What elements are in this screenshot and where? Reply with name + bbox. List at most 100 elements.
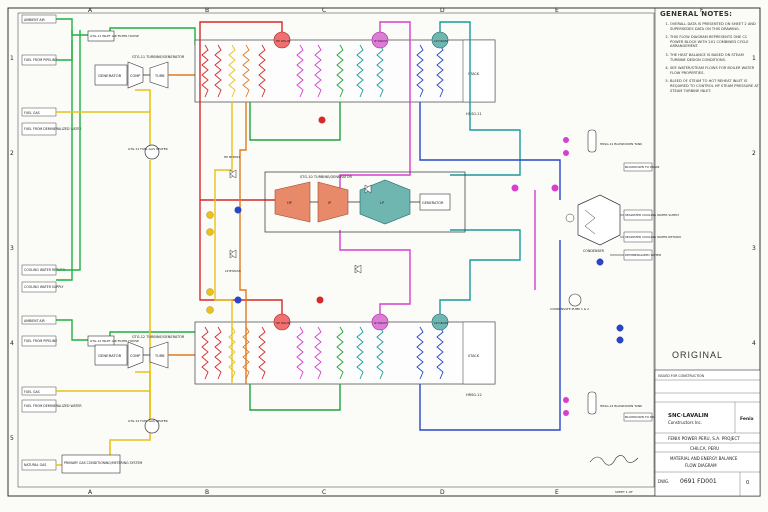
bypass-markers: HP BYPASS LP BYPASS (206, 116, 559, 314)
svg-text:SEAWATER COOLING WATER SUPPLY: SEAWATER COOLING WATER SUPPLY (625, 213, 679, 217)
svg-text:FUEL FROM PIPELINE: FUEL FROM PIPELINE (24, 58, 57, 62)
sheet-border (7, 7, 761, 497)
grid-col-b-top: B (205, 7, 209, 14)
hrsg-11-casing (194, 39, 496, 103)
svg-text:HP DRUM: HP DRUM (276, 39, 291, 43)
st-lp-label: LP (380, 201, 384, 205)
svg-text:LP DRUM: LP DRUM (434, 321, 448, 325)
st-ip-label: IP (328, 201, 331, 205)
note-4: SEE WATER/STEAM FLOWS FOR BOILER WATER F… (670, 66, 760, 75)
condensate-pump-label: CONDENSATE PUMP 1 & 2 (550, 307, 589, 311)
svg-text:GTG-11 TURBINE/GENERATOR: GTG-11 TURBINE/GENERATOR (132, 55, 185, 59)
sheet-label: SHEET 1 OF (615, 490, 633, 494)
note-1: OVERALL DATA IS PRESENTED ON SHEET 2 AND… (670, 22, 760, 31)
grid-row-5: 5 (10, 435, 14, 442)
seawater-lines (610, 214, 624, 256)
grid-col-b-bottom: B (205, 489, 209, 496)
grid-col-a-top: A (88, 7, 93, 14)
steam-headers (199, 21, 561, 431)
svg-text:AMBIENT AIR: AMBIENT AIR (24, 18, 46, 22)
grid-col-d-bottom: D (440, 489, 445, 496)
st-hp-label: HP (287, 201, 292, 205)
gtg-11-fuel-gas-heater (144, 144, 160, 160)
st-generator-label: GENERATOR (422, 201, 444, 205)
grid-col-e-bottom: E (555, 489, 559, 496)
svg-text:IP DRUM: IP DRUM (374, 39, 387, 43)
hrsg-11-coils (201, 44, 444, 98)
svg-text:LP DRUM: LP DRUM (434, 39, 448, 43)
svg-text:COOLING WATER RETURN: COOLING WATER RETURN (24, 268, 66, 272)
grid-row-4-right: 4 (752, 340, 756, 347)
svg-text:SEAWATER COOLING WATER RETURN: SEAWATER COOLING WATER RETURN (625, 235, 681, 239)
condenser: CONDENSER (565, 194, 621, 253)
svg-text:COOLING WATER SUPPLY: COOLING WATER SUPPLY (24, 285, 63, 289)
grid-row-2: 2 (10, 150, 14, 157)
gtg-12-inlet-label: GTG-12 INLET AIR FILTER HOUSE (90, 339, 139, 343)
svg-text:HRSG-12 BLOWDOWN TANK: HRSG-12 BLOWDOWN TANK (600, 404, 643, 408)
left-boundary-inputs: AMBIENT AIR FUEL FROM PIPELINE FUEL GAS … (21, 14, 82, 471)
hrsg-12-coils (201, 326, 444, 380)
grid-row-2-right: 2 (752, 150, 756, 157)
note-3: THE HEAT BALANCE IS BASED ON STEAM TURBI… (670, 53, 760, 62)
dwg-label: DWG. (658, 479, 669, 484)
gas-conditioning-label: PRIMARY GAS CONDITIONING/METERING SYSTEM (64, 461, 143, 465)
svg-text:LP BYPASS: LP BYPASS (225, 269, 241, 273)
notes-list: OVERALL DATA IS PRESENTED ON SHEET 2 AND… (660, 22, 760, 93)
svg-text:IP DRUM: IP DRUM (374, 321, 387, 325)
issued-for-label: ISSUED FOR CONSTRUCTION (658, 374, 705, 378)
project-name: FENIX POWER PERU, S.A. PROJECT (668, 436, 740, 441)
st-ip-section (317, 181, 349, 223)
st-hp-section (274, 181, 311, 223)
air-lines (56, 18, 196, 341)
grid-col-e-top: E (555, 7, 559, 14)
blowdown-tanks: HRSG-11 BLOWDOWN TANK HRSG-12 BLOWDOWN T… (563, 129, 643, 416)
original-stamp: ORIGINAL (672, 350, 724, 360)
company-name: SNC·LAVALIN (668, 413, 709, 419)
svg-text:GENERATOR: GENERATOR (98, 73, 122, 78)
stg-10-label: STG-10 TURBINE/GENERATOR (300, 175, 353, 179)
svg-text:HP DRUM: HP DRUM (276, 321, 291, 325)
grid-row-3-right: 3 (752, 245, 756, 252)
right-boundary-labels: SEAWATER COOLING WATER SUPPLY SEAWATER C… (623, 162, 681, 422)
svg-text:FUEL FROM DEMINERALIZED WATER: FUEL FROM DEMINERALIZED WATER (24, 127, 82, 131)
signature (589, 455, 639, 466)
grid-row-1-right: 1 (752, 55, 756, 62)
valve-symbols (229, 169, 372, 274)
gtg-12-fuel-gas-heater (144, 418, 160, 434)
st-lp-section (359, 179, 411, 225)
grid-col-c-top: C (322, 7, 326, 14)
svg-text:DEMINERALIZED WATER: DEMINERALIZED WATER (625, 253, 661, 257)
grid-col-d-top: D (440, 7, 445, 14)
exhaust-lines (168, 74, 195, 356)
title-block (654, 369, 761, 497)
svg-text:FUEL GAS: FUEL GAS (24, 390, 40, 394)
note-2: THIS FLOW DIAGRAM REPRESENTS ONE CC POWE… (670, 35, 760, 49)
drawing-title-1: MATERIAL AND ENERGY BALANCE (670, 456, 738, 461)
svg-text:FUEL FROM PIPELINE: FUEL FROM PIPELINE (24, 339, 57, 343)
notes-title: GENERAL NOTES: (660, 10, 733, 18)
svg-text:BLOWDOWN TO DRAIN: BLOWDOWN TO DRAIN (625, 165, 659, 169)
svg-text:FUEL GAS: FUEL GAS (24, 111, 40, 115)
project-location: CHILCA, PERU (690, 446, 719, 451)
svg-text:NATURAL GAS: NATURAL GAS (24, 463, 46, 467)
drawing-frame (17, 12, 655, 488)
hrsg-11-label: HRSG-11 (466, 112, 482, 116)
cond-pump-markers (596, 258, 624, 344)
company-subtitle: Constructors Inc. (668, 420, 702, 425)
note-5: BLEED OF STEAM TO HOT REHEAT INLET IS RE… (670, 79, 760, 93)
gtg-11-assembly: GENERATOR COMP TURB GTG-11 TURBINE/GENER… (94, 55, 185, 89)
gtg-12-assembly: GENERATOR COMP TURB GTG-12 TURBINE/GENER… (94, 335, 185, 369)
svg-text:TURB: TURB (154, 74, 165, 78)
grid-row-1: 1 (10, 55, 14, 62)
svg-text:COMP: COMP (130, 354, 140, 358)
svg-text:AMBIENT AIR: AMBIENT AIR (24, 319, 46, 323)
hrsg-11-drums: HP DRUM IP DRUM LP DRUM (273, 31, 449, 49)
gas-conditioning-system (61, 454, 121, 474)
gtg-11-inlet-label: GTG-11 INLET AIR FILTER HOUSE (90, 34, 139, 38)
svg-text:GTG-12 TURBINE/GENERATOR: GTG-12 TURBINE/GENERATOR (132, 335, 185, 339)
rev-number: 0 (746, 480, 749, 486)
dwg-number: 0691 FD001 (680, 478, 717, 485)
general-notes: GENERAL NOTES: OVERALL DATA IS PRESENTED… (660, 10, 760, 97)
